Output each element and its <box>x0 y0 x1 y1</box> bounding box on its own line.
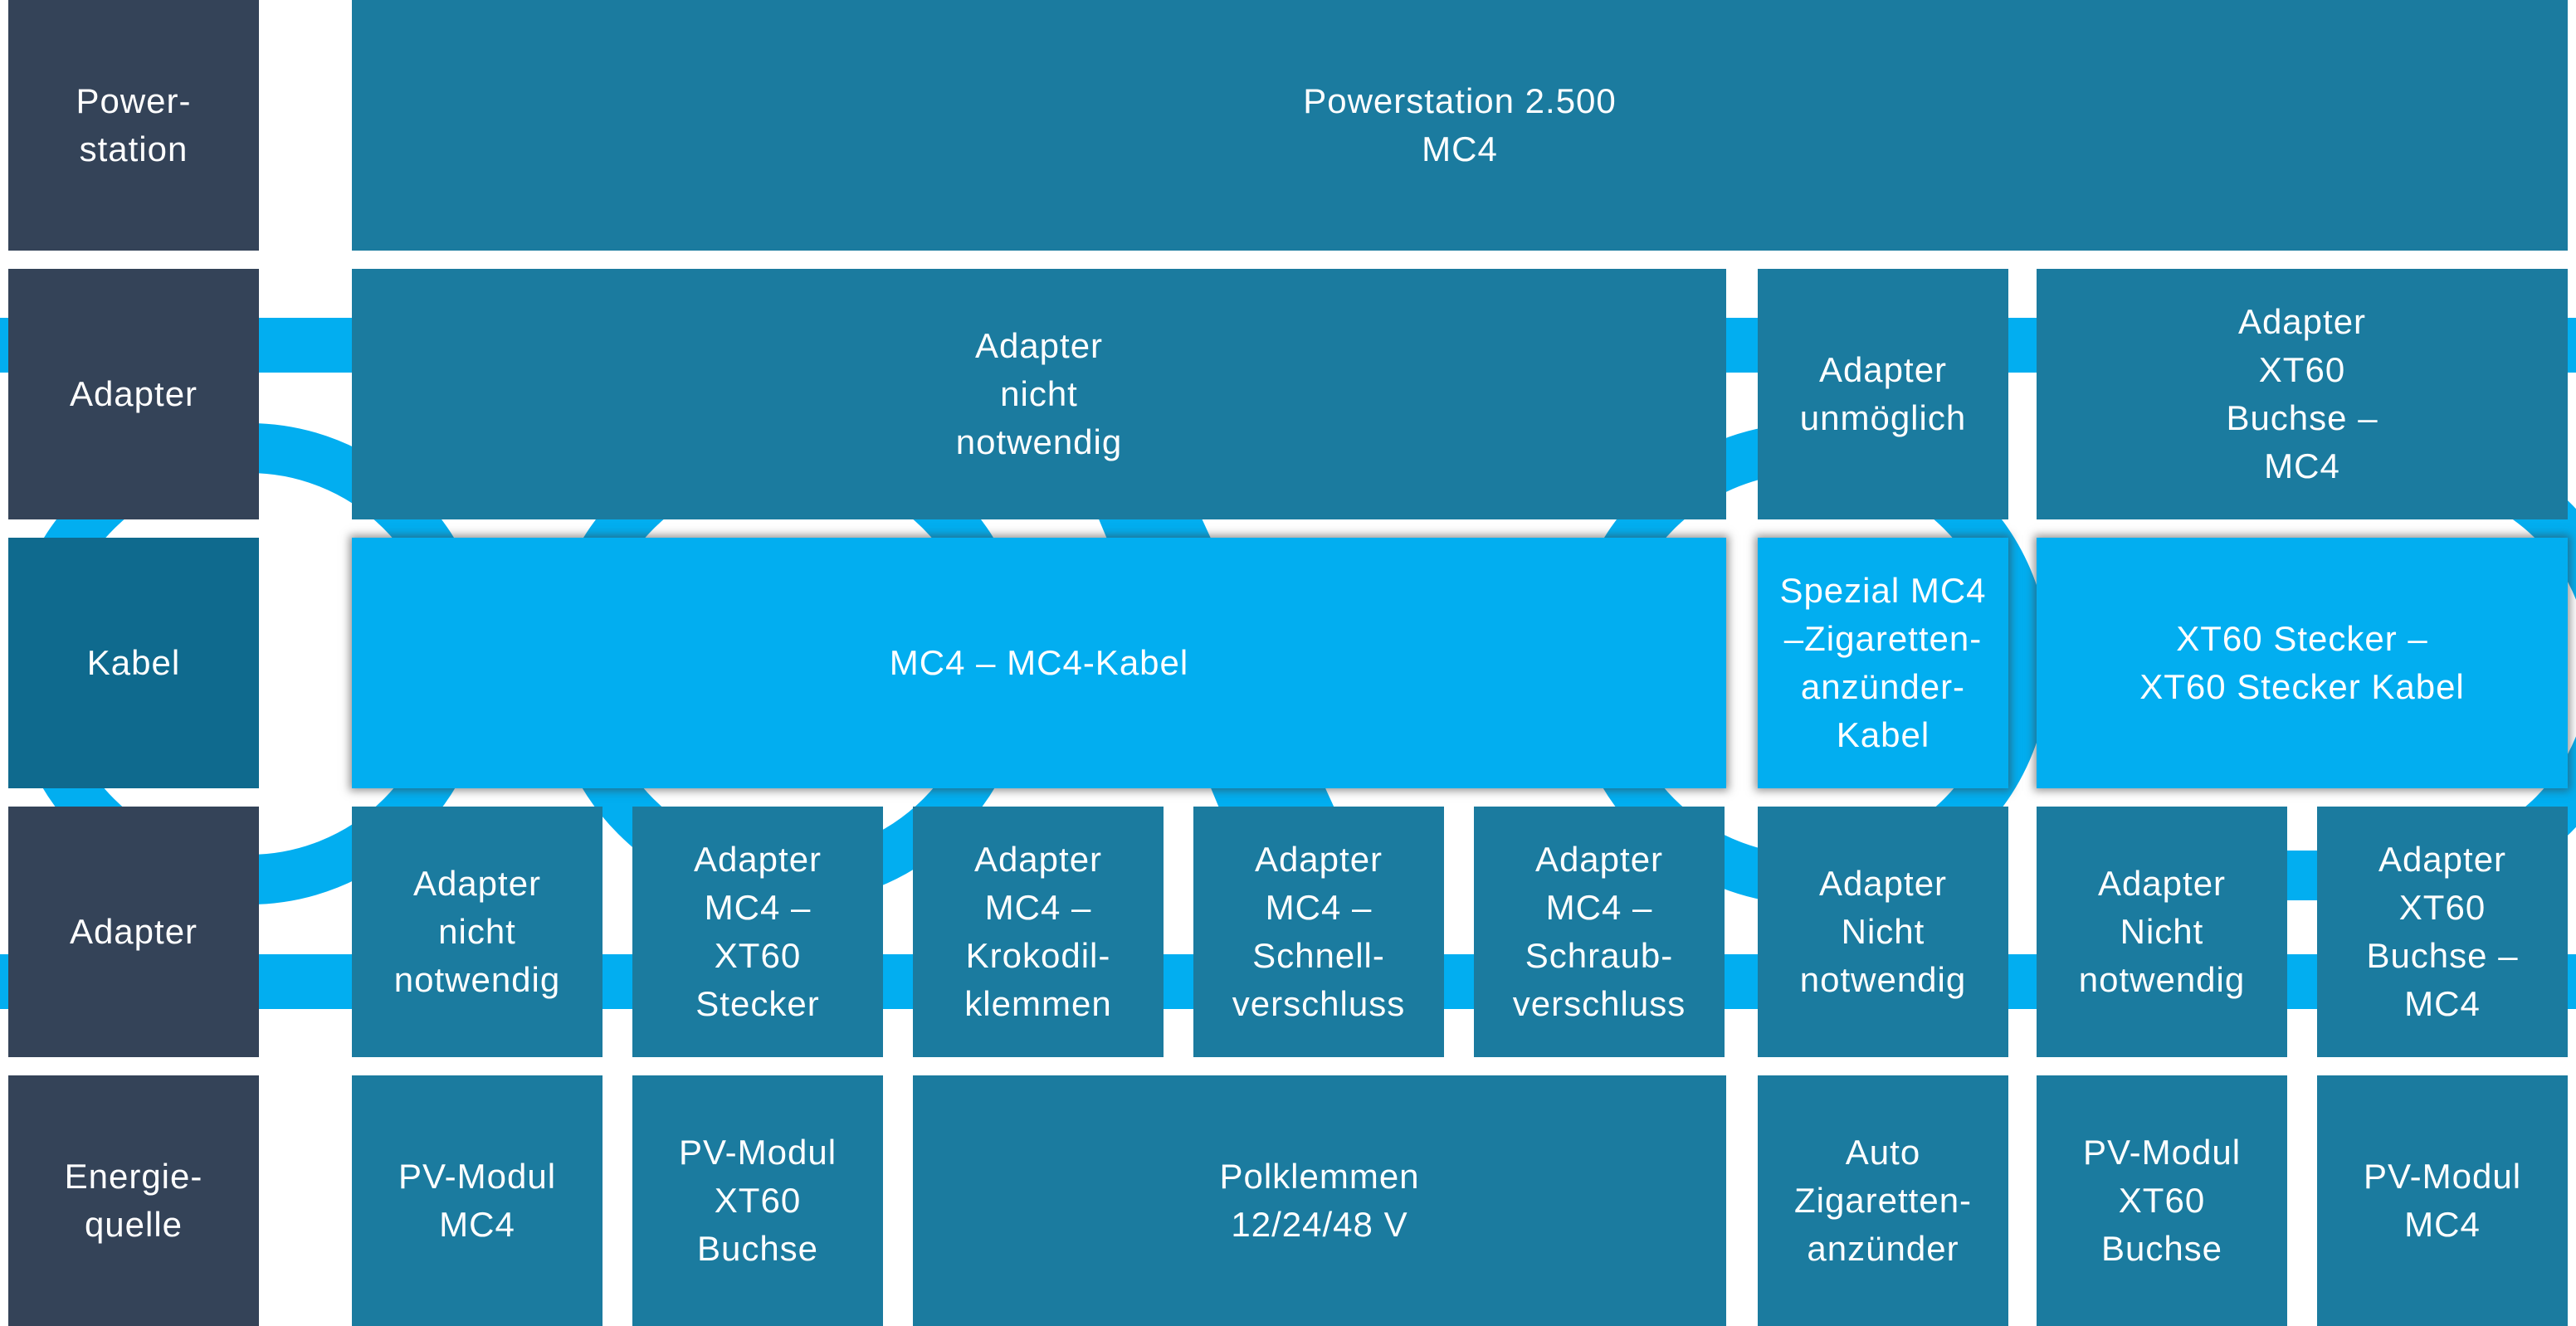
adapter-top-zigarette: Adapter unmöglich <box>1758 269 2008 519</box>
quelle-polklemmen: Polklemmen 12/24/48 V <box>913 1075 1726 1326</box>
adapter-bottom-2: Adapter MC4 – XT60 Stecker <box>632 807 883 1057</box>
kabel-spezial-zigarette: Spezial MC4 –Zigaretten- anzünder- Kabel <box>1758 538 2008 788</box>
row-label-adapter-top: Adapter <box>8 269 259 519</box>
adapter-bottom-8: Adapter XT60 Buchse – MC4 <box>2317 807 2568 1057</box>
quelle-pv-xt60-2: PV-Modul XT60 Buchse <box>2037 1075 2287 1326</box>
quelle-zigarettenanzuender: Auto Zigaretten- anzünder <box>1758 1075 2008 1326</box>
kabel-mc4-mc4: MC4 – MC4-Kabel <box>352 538 1726 788</box>
adapter-top-xt60: Adapter XT60 Buchse – MC4 <box>2037 269 2568 519</box>
adapter-bottom-5: Adapter MC4 – Schraub- verschluss <box>1474 807 1725 1057</box>
adapter-bottom-1: Adapter nicht notwendig <box>352 807 603 1057</box>
powerstation-box: Powerstation 2.500 MC4 <box>352 0 2568 251</box>
kabel-xt60-xt60: XT60 Stecker – XT60 Stecker Kabel <box>2037 538 2568 788</box>
row-label-powerstation: Power- station <box>8 0 259 251</box>
quelle-pv-xt60: PV-Modul XT60 Buchse <box>632 1075 883 1326</box>
adapter-bottom-6: Adapter Nicht notwendig <box>1758 807 2008 1057</box>
row-label-adapter-bottom: Adapter <box>8 807 259 1057</box>
adapter-top-mc4: Adapter nicht notwendig <box>352 269 1726 519</box>
adapter-bottom-4: Adapter MC4 – Schnell- verschluss <box>1193 807 1444 1057</box>
quelle-pv-mc4: PV-Modul MC4 <box>352 1075 603 1326</box>
quelle-pv-mc4-2: PV-Modul MC4 <box>2317 1075 2568 1326</box>
adapter-bottom-7: Adapter Nicht notwendig <box>2037 807 2287 1057</box>
row-label-energiequelle: Energie- quelle <box>8 1075 259 1326</box>
adapter-bottom-3: Adapter MC4 – Krokodil- klemmen <box>913 807 1164 1057</box>
row-label-kabel: Kabel <box>8 538 259 788</box>
